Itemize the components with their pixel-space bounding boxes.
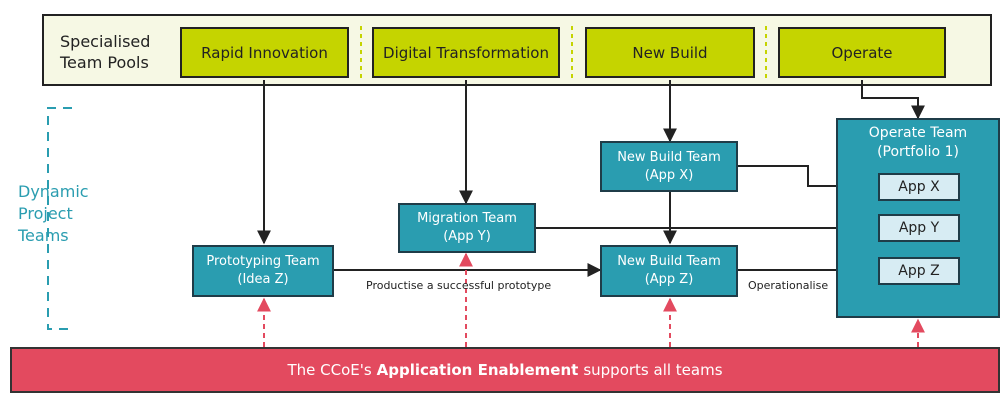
support-arrows [257,252,925,347]
app-x-box[interactable]: App X [878,173,960,201]
pool-rapid-innovation[interactable]: Rapid Innovation [180,27,349,78]
pool-digital-transformation[interactable]: Digital Transformation [372,27,560,78]
operationalise-label: Operationalise [748,279,829,292]
app-y-box[interactable]: App Y [878,214,960,242]
app-z-box[interactable]: App Z [878,257,960,285]
migration-team-box[interactable]: Migration Team (App Y) [398,203,536,253]
dynamic-project-teams-label: Dynamic Project Teams [18,182,89,245]
dynamic-teams-bracket [47,107,72,330]
operate-team-title: Operate Team (Portfolio 1) [868,125,968,160]
new-build-team-x-box[interactable]: New Build Team (App X) [600,141,738,192]
team-pools-label: Specialised Team Pools [60,32,151,72]
pool-operate[interactable]: Operate [778,27,946,78]
prototyping-team-box[interactable]: Prototyping Team (Idea Z) [192,245,334,297]
arrow-operate-pool-to-operate-team [861,80,925,120]
application-enablement-banner: The CCoE's Application Enablement suppor… [10,347,1000,393]
pool-separators [360,26,767,80]
productise-label: Productise a successful prototype [366,279,552,292]
pool-new-build[interactable]: New Build [585,27,755,78]
new-build-team-z-box[interactable]: New Build Team (App Z) [600,245,738,297]
